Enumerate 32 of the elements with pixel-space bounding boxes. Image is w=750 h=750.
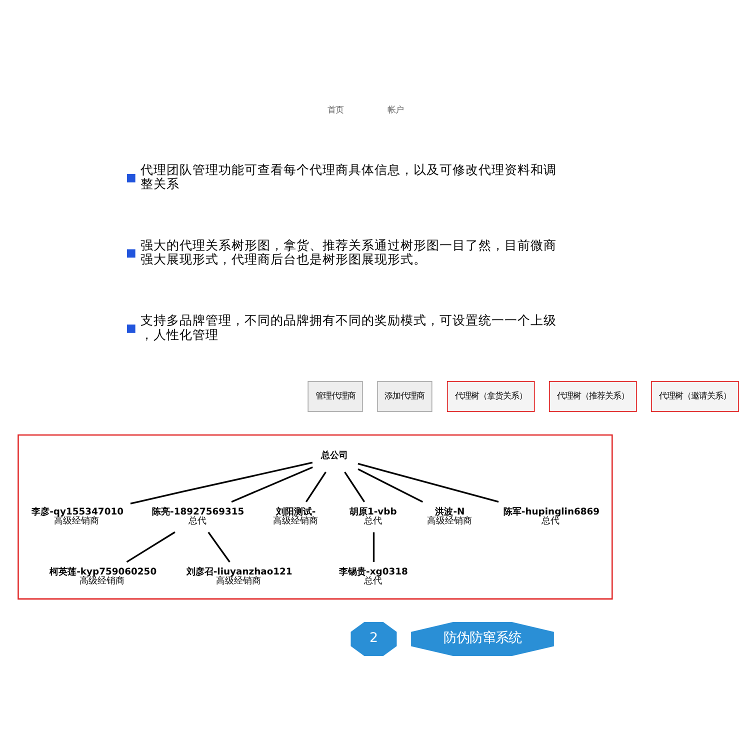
label: 代理团队管理功能可查看每个代理商具体信息，以及可修改代理资料和调整关系 [140, 161, 556, 191]
node-text: 李彦-qy155347010 高级经销商 [32, 506, 124, 526]
label: 管理代理商 [315, 390, 356, 400]
connector [231, 466, 313, 502]
label: 防伪防窜系统 [443, 630, 522, 646]
label: 代理树（拿货关系） [454, 390, 527, 400]
cluster [18, 434, 613, 600]
label: 2 [369, 630, 378, 646]
node-text: 总公司 [321, 450, 348, 461]
node-text: 柯英莲-kyp759060250 高级经销商 [50, 566, 157, 586]
connector [305, 471, 326, 502]
node-text: 刘阳测试- 高级经销商 [272, 506, 318, 526]
node-text: 洪波-N 高级经销商 [426, 506, 472, 526]
label: 帐户 [387, 104, 404, 114]
label: 支持多品牌管理，不同的品牌拥有不同的奖励模式，可设置统一一个上级，人性化管理 [140, 312, 556, 342]
label: 首页 [327, 104, 344, 114]
label: 代理树（邀请关系） [658, 390, 731, 400]
connector [358, 468, 424, 502]
label: 添加代理商 [384, 390, 425, 400]
node-text: 陈军-hupinglin6869 总代 [503, 506, 600, 526]
node-text: 陈亮-18927569315 总代 [152, 506, 244, 526]
label: 代理树（推荐关系） [556, 390, 629, 400]
node-text: 胡原1-vbb 总代 [349, 506, 397, 526]
connector [126, 530, 176, 562]
connector [372, 532, 375, 562]
node-text: 李锡贵-xg0318 总代 [339, 566, 408, 586]
connector [344, 471, 366, 502]
connector [130, 461, 313, 504]
label: 强大的代理关系树形图，拿货、推荐关系通过树形图一目了然，目前微商强大展现形式，代理商后台也是树形图展现形式。 [140, 236, 556, 266]
connector [358, 462, 499, 502]
node-text: 刘彦召-liuyanzhao121 高级经销商 [186, 566, 292, 586]
connector [208, 531, 230, 562]
